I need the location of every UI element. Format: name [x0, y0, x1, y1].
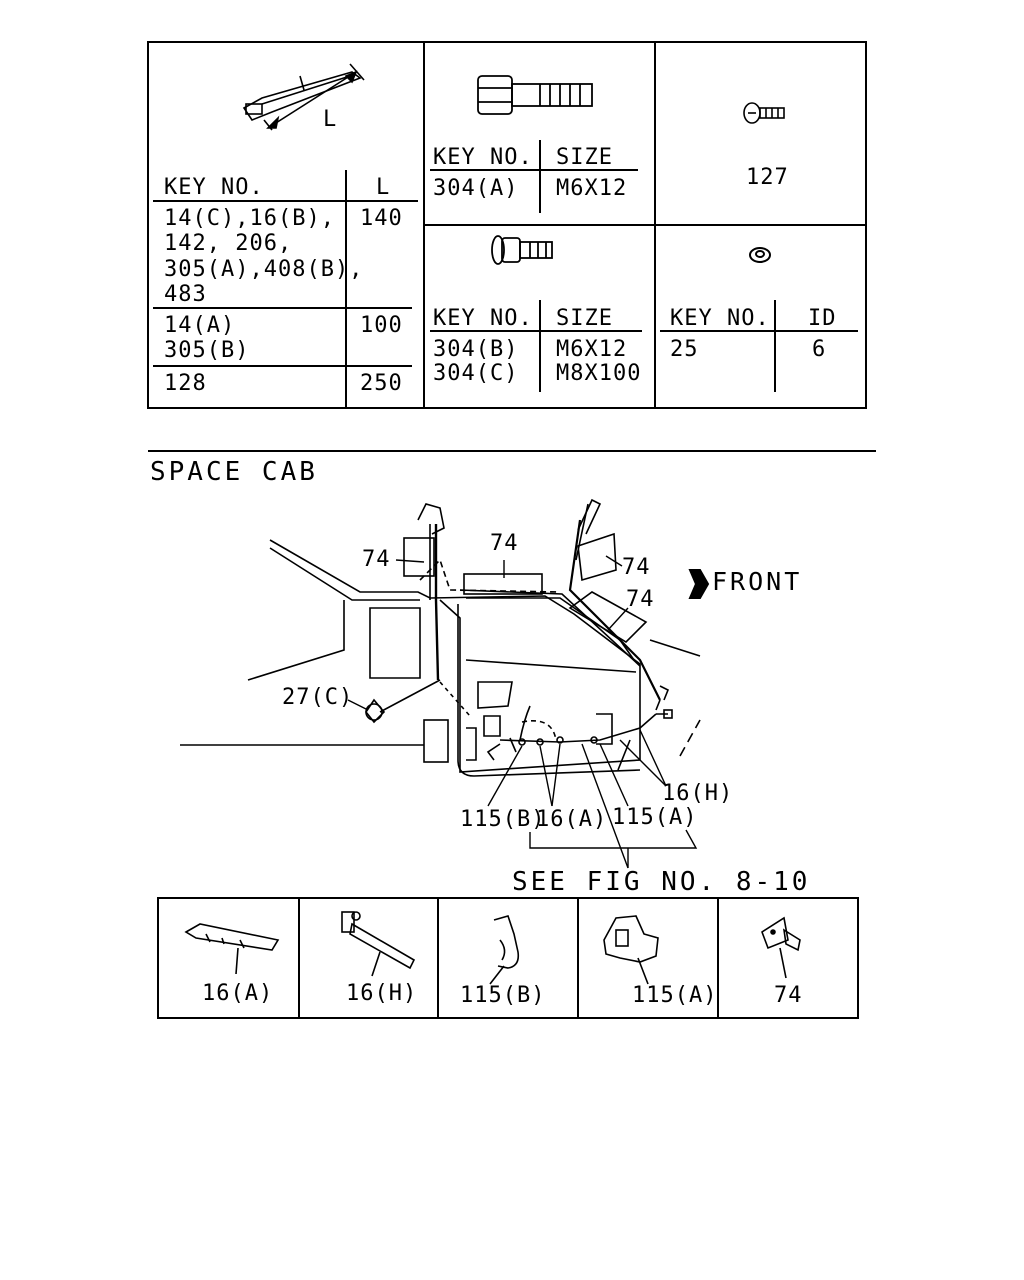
band-row3-key: 128: [164, 371, 207, 396]
callout-leaders: [347, 555, 698, 869]
callout-74-top: 74: [490, 531, 519, 556]
callout-74-lower-right: 74: [626, 587, 655, 612]
callout-16h: 16(H): [662, 781, 734, 806]
flange-header-size: SIZE: [556, 306, 613, 331]
grommet-id: 6: [812, 337, 827, 362]
front-label: FRONT: [712, 567, 803, 596]
bolt-size: M6X12: [556, 176, 628, 201]
band-row1-l: 140: [360, 206, 403, 231]
bolt-header-size: SIZE: [556, 145, 613, 170]
part-label-115b: 115(B): [460, 983, 546, 1008]
part-label-74: 74: [774, 983, 803, 1008]
space-cab-harness-drawing: [180, 498, 701, 777]
bolt-key: 304(A): [433, 176, 519, 201]
band-header-l: L: [376, 175, 391, 200]
flange-size-1: M6X12: [556, 337, 628, 362]
screw-key: 127: [746, 165, 789, 190]
callout-27c: 27(C): [282, 685, 354, 710]
callout-115a: 115(A): [612, 805, 698, 830]
top-table-frame: [147, 41, 867, 409]
callout-74-right: 74: [622, 555, 651, 580]
band-clip-icon: [242, 63, 365, 131]
band-row3-l: 250: [360, 371, 403, 396]
callout-74-left: 74: [362, 547, 391, 572]
band-row2-key2: 305(B): [164, 338, 250, 363]
see-fig-reference: SEE FIG NO. 8-10: [512, 867, 811, 897]
section-title: SPACE CAB: [150, 457, 318, 487]
band-row1-key1: 14(C),16(B),: [164, 206, 335, 231]
flange-key-2: 304(C): [433, 361, 519, 386]
band-row1-key2: 142, 206,: [164, 231, 293, 256]
callout-115b: 115(B): [460, 807, 546, 832]
flange-header-key: KEY NO.: [433, 306, 533, 331]
callout-16a: 16(A): [536, 807, 608, 832]
bolt-header-key: KEY NO.: [433, 145, 533, 170]
grommet-header-key: KEY NO.: [670, 306, 770, 331]
part-label-16a: 16(A): [202, 981, 274, 1006]
band-row1-key4: 483: [164, 282, 207, 307]
part-label-16h: 16(H): [346, 981, 418, 1006]
grommet-header-id: ID: [808, 306, 837, 331]
bottom-parts-frame: [157, 897, 859, 1019]
screw-icon: [743, 102, 785, 124]
flange-size-2: M8X100: [556, 361, 642, 386]
band-dimension-label: L: [323, 107, 338, 132]
tag-74-icon: [761, 916, 801, 979]
band-row1-key3: 305(A),408(B),: [164, 257, 364, 282]
flange-key-1: 304(B): [433, 337, 519, 362]
grommet-key: 25: [670, 337, 699, 362]
front-arrow-icon: [688, 569, 710, 599]
band-header-key: KEY NO.: [164, 175, 264, 200]
band-row2-key1: 14(A): [164, 313, 236, 338]
clip-16a-icon: [184, 923, 280, 975]
clamp-115b-icon: [489, 915, 520, 985]
flange-bolt-icon: [491, 235, 553, 265]
band-16h-icon: [341, 911, 416, 977]
part-label-115a: 115(A): [632, 983, 718, 1008]
band-row2-l: 100: [360, 313, 403, 338]
clamp-115a-icon: [603, 915, 659, 985]
hex-bolt-icon: [477, 75, 593, 115]
grommet-icon: [749, 247, 771, 263]
